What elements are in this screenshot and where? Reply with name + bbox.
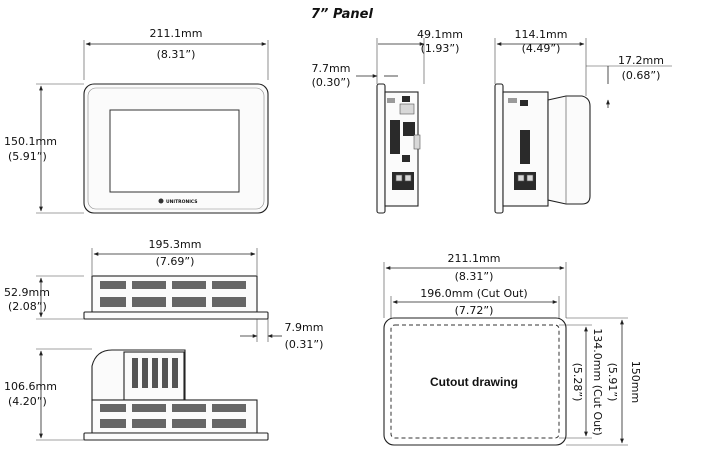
top-bezel-mm: 7.9mm [285, 321, 324, 334]
top-bezel-in: (0.31”) [285, 338, 324, 351]
cutout-view: 211.1mm (8.31”) 196.0mm (Cut Out) (7.72”… [383, 252, 642, 446]
side-view: 49.1mm (1.93”) 7.7mm (0.30”) [312, 28, 463, 214]
top-view: 195.3mm (7.69”) 52.9mm (2.08”) 7.9mm (0.… [4, 238, 323, 351]
side2-offset-in: (0.68”) [622, 69, 661, 82]
side-depth-in: (1.93”) [421, 42, 460, 55]
side2-offset-mm: 17.2mm [618, 54, 664, 67]
front-height-mm: 150.1mm [4, 135, 57, 148]
cutout-inner-height-in: (5.28”) [571, 363, 584, 402]
side-bezel-mm: 7.7mm [312, 62, 351, 75]
cutout-inner-height-mm: 134.0mm (Cut Out) [591, 328, 604, 435]
front-view: 211.1mm (8.31”) 150.1mm (5.91”) UNITRONI… [4, 27, 269, 214]
cutout-label: Cutout drawing [430, 375, 518, 389]
logo-icon [158, 198, 164, 204]
top-height-in: (2.08”) [8, 300, 47, 313]
front-width-mm: 211.1mm [150, 27, 203, 40]
cutout-outer-height-mm: 150mm [629, 361, 642, 403]
front-width-in: (8.31”) [157, 48, 196, 61]
expansion-module [547, 95, 591, 205]
top2-height-mm: 106.6mm [4, 380, 57, 393]
side2-depth-mm: 114.1mm [515, 28, 568, 41]
side-view-with-module: 114.1mm (4.49”) 17.2mm (0.68”) [494, 28, 672, 214]
page-title: 7” Panel [311, 7, 373, 22]
cutout-outer-height-in: (5.91”) [606, 363, 619, 402]
top-width-in: (7.69”) [156, 255, 195, 268]
top-vents [100, 281, 246, 307]
cutout-inner-width-in: (7.72”) [455, 304, 494, 317]
cutout-inner-width-mm: 196.0mm (Cut Out) [420, 287, 527, 300]
front-height-in: (5.91”) [8, 150, 47, 163]
top-width-mm: 195.3mm [149, 238, 202, 251]
cutout-outer-width-in: (8.31”) [455, 270, 494, 283]
side-depth-mm: 49.1mm [417, 28, 463, 41]
top-view-with-module: 106.6mm (4.20”) [4, 348, 269, 441]
cutout-inner-dashed [390, 324, 560, 439]
side-bezel-in: (0.30”) [312, 76, 351, 89]
top2-height-in: (4.20”) [8, 395, 47, 408]
side2-depth-in: (4.49”) [522, 42, 561, 55]
top-height-mm: 52.9mm [4, 286, 50, 299]
cutout-outline [383, 317, 567, 446]
panel-logo: UNITRONICS [166, 199, 198, 205]
panel-screen [109, 109, 240, 193]
cutout-outer-width-mm: 211.1mm [448, 252, 501, 265]
